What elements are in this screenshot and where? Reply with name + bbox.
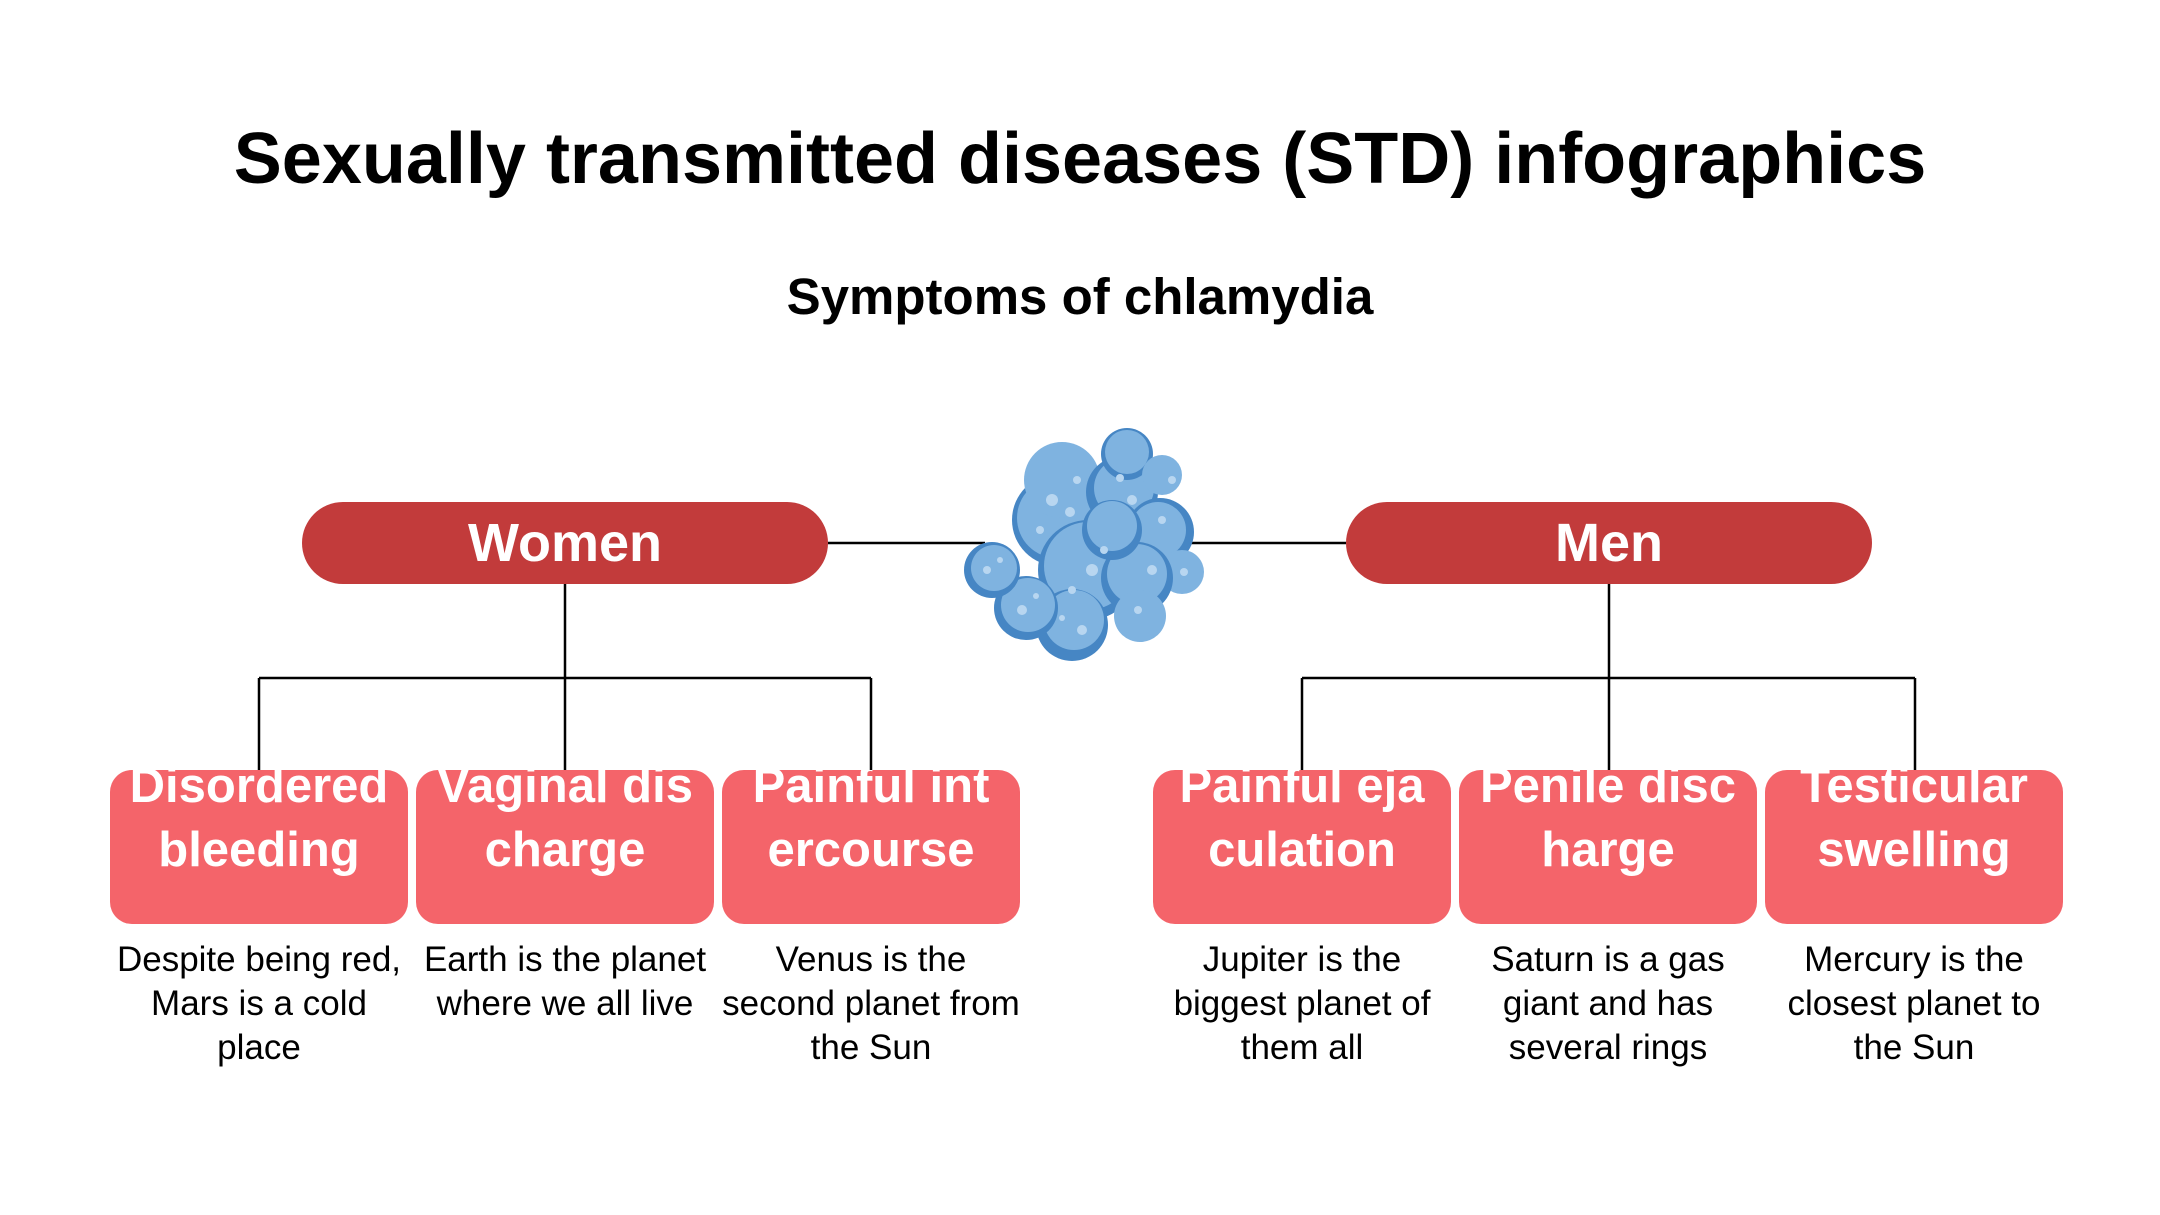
symptom-title: Painful ejaculation bbox=[1179, 770, 1425, 877]
page-title: Sexually transmitted diseases (STD) info… bbox=[233, 119, 1927, 199]
women-label: Women bbox=[467, 513, 662, 573]
symptom-card-testicular-swelling: Testicular swelling bbox=[1765, 770, 2063, 924]
bacteria-icon bbox=[964, 428, 1204, 661]
symptom-title: Testicular swelling bbox=[1800, 770, 2028, 877]
symptom-description: Jupiter is the biggest planet of them al… bbox=[1173, 940, 1431, 1067]
symptom-description: Mercury is the closest planet to the Sun bbox=[1787, 940, 2041, 1067]
symptom-description: Saturn is a gas giant and has several ri… bbox=[1491, 940, 1725, 1067]
symptom-title: Painful intercourse bbox=[752, 770, 990, 877]
symptom-title: Vaginal discharge bbox=[437, 770, 693, 877]
symptom-title: Penile discharge bbox=[1479, 770, 1736, 877]
bacteria-cluster bbox=[964, 428, 1204, 661]
symptom-card-disordered-bleeding: Disordered bleeding bbox=[110, 770, 408, 924]
men-label-pill: Men bbox=[1346, 502, 1872, 584]
men-label: Men bbox=[1555, 513, 1663, 573]
women-label-pill: Women bbox=[302, 502, 828, 584]
symptom-description: Despite being red, Mars is a cold place bbox=[116, 940, 402, 1067]
symptom-title: Disordered bleeding bbox=[129, 770, 389, 877]
symptom-card-painful-ejaculation: Painful ejaculation bbox=[1153, 770, 1451, 924]
symptom-card-penile-discharge: Penile discharge bbox=[1459, 770, 1757, 924]
symptom-card-vaginal-discharge: Vaginal discharge bbox=[416, 770, 714, 924]
symptom-description: Venus is the second planet from the Sun bbox=[722, 940, 1020, 1067]
symptom-description: Earth is the planet where we all live bbox=[423, 940, 707, 1023]
page-subtitle: Symptoms of chlamydia bbox=[786, 268, 1374, 325]
symptom-card-painful-intercourse: Painful intercourse bbox=[722, 770, 1020, 924]
